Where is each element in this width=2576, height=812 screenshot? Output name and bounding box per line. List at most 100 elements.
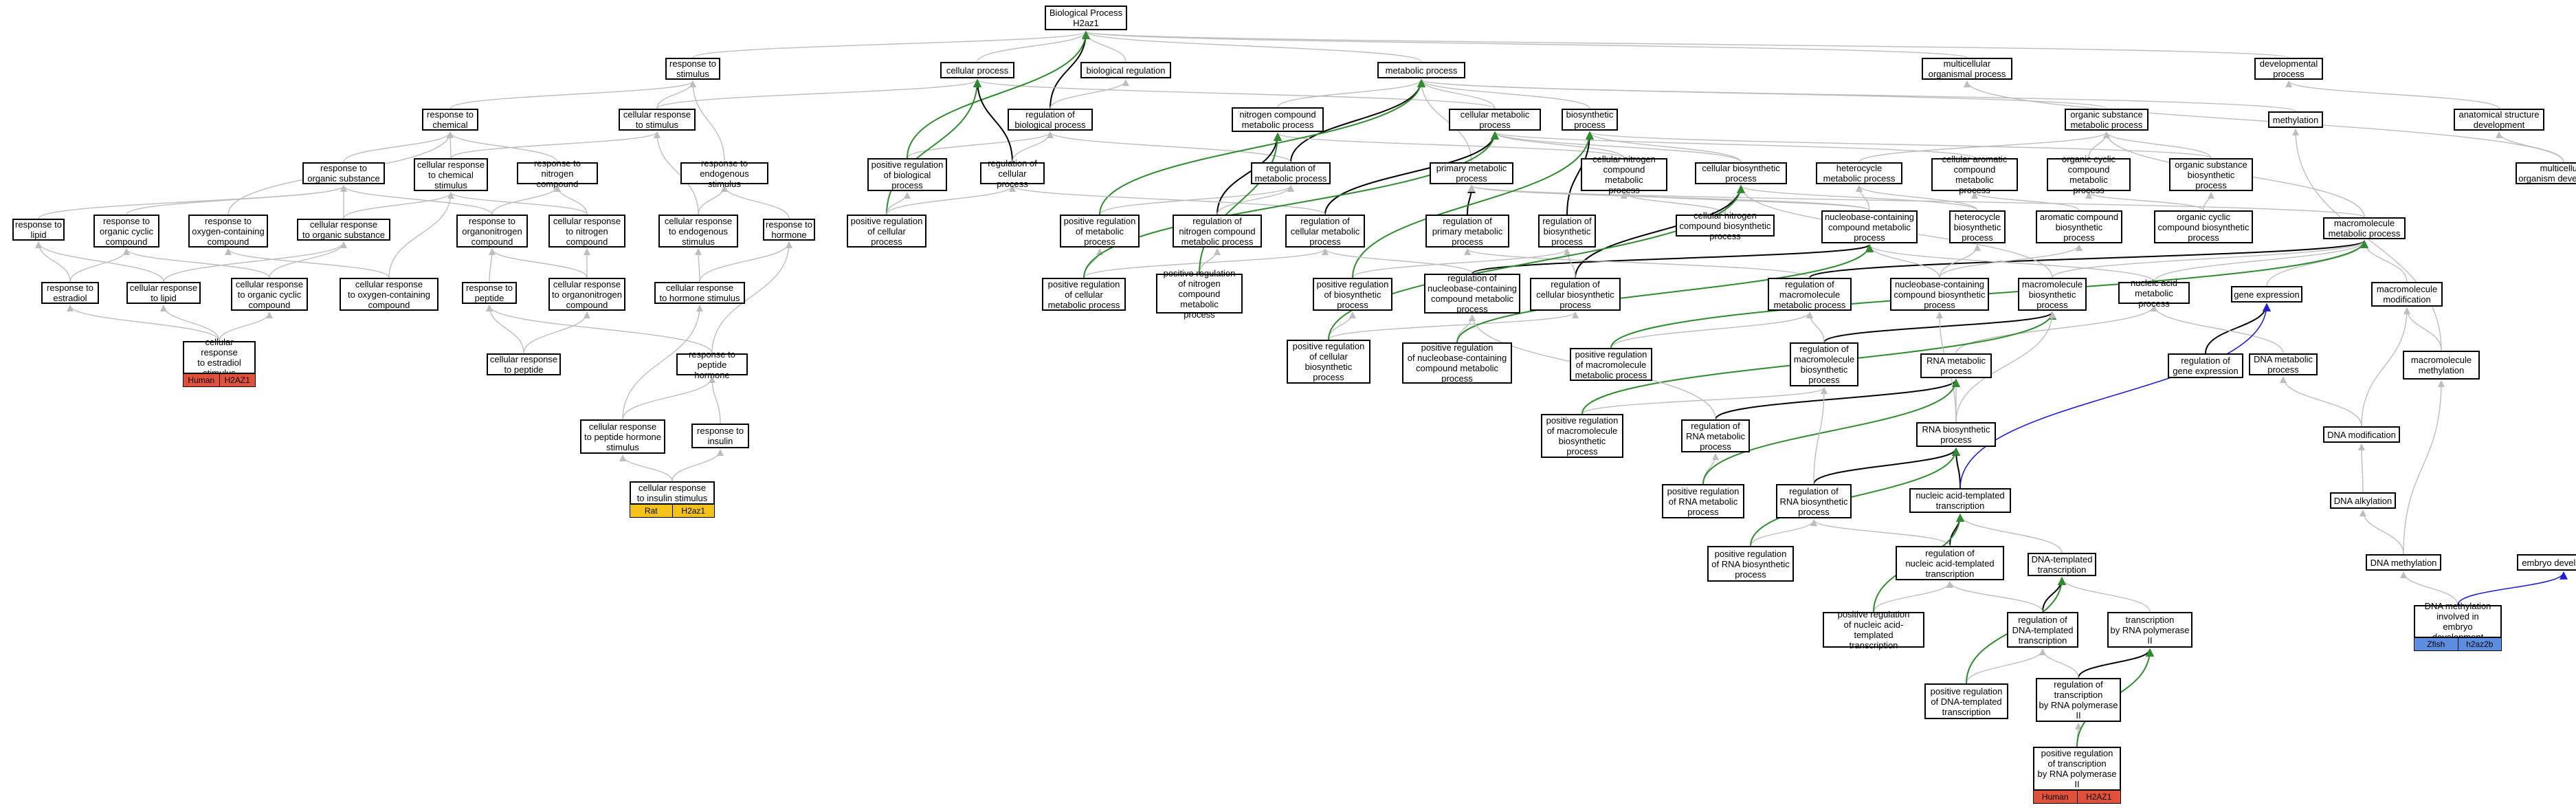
go-term-rhorm[interactable]: response to hormone bbox=[763, 219, 815, 241]
go-term-crorgsub[interactable]: cellular response to organic substance bbox=[297, 219, 390, 241]
go-term-crstim[interactable]: cellular response to stimulus bbox=[619, 109, 696, 131]
go-term-posregbio[interactable]: positive regulation of biological proces… bbox=[867, 158, 947, 191]
go-term-dnamethembryo[interactable]: DNA methylation involved in embryo devel… bbox=[2414, 601, 2502, 642]
go-term-rstim[interactable]: response to stimulus bbox=[665, 58, 720, 80]
go-term-rnitro[interactable]: response to nitrogen compound bbox=[517, 158, 598, 189]
go-term-regnitmet[interactable]: regulation of nitrogen compound metaboli… bbox=[1173, 215, 1262, 248]
go-term-crnitro[interactable]: cellular response to nitrogen compound bbox=[548, 215, 625, 248]
go-term-roxy[interactable]: response to oxygen-containing compound bbox=[188, 215, 268, 248]
go-term-bioreg[interactable]: biological regulation bbox=[1080, 62, 1171, 78]
go-term-rorgcyc[interactable]: response to organic cyclic compound bbox=[93, 215, 159, 248]
go-term-orgsubmet[interactable]: organic substance metabolic process bbox=[2065, 109, 2148, 131]
go-term-regrnabio[interactable]: regulation of RNA biosynthetic process bbox=[1776, 484, 1852, 518]
go-term-crinsulin[interactable]: cellular response to insulin stimulus bbox=[630, 481, 715, 505]
go-term-rorgsub[interactable]: response to organic substance bbox=[302, 162, 385, 184]
go-term-cellproc[interactable]: cellular process bbox=[940, 62, 1014, 78]
go-term-crorgcyc[interactable]: cellular response to organic cyclic comp… bbox=[231, 278, 308, 311]
go-term-regmet[interactable]: regulation of metabolic process bbox=[1251, 162, 1331, 184]
go-term-cellarom[interactable]: cellular aromatic compound metabolic pro… bbox=[1931, 154, 2018, 195]
go-term-crendo[interactable]: cellular response to endogenous stimulus bbox=[658, 215, 738, 248]
go-term-macrobio[interactable]: macromolecule biosynthetic process bbox=[2018, 278, 2087, 311]
go-term-macromethyl[interactable]: macromolecule methylation bbox=[2403, 351, 2480, 380]
go-term-posregnuctrans[interactable]: positive regulation of nucleic acid-temp… bbox=[1823, 609, 1924, 650]
go-term-arombio[interactable]: aromatic compound biosynthetic process bbox=[2036, 210, 2122, 243]
go-term-dnamethyl[interactable]: DNA methylation bbox=[2366, 554, 2441, 571]
go-term-orgcycbio[interactable]: organic cyclic compound biosynthetic pro… bbox=[2154, 210, 2253, 243]
go-term-crlipid[interactable]: cellular response to lipid bbox=[126, 282, 201, 304]
go-term-rpept[interactable]: response to peptide bbox=[462, 282, 517, 304]
go-term-rchem[interactable]: response to chemical bbox=[422, 109, 478, 131]
go-term-posregmacmet[interactable]: positive regulation of macromolecule met… bbox=[1570, 348, 1652, 381]
go-term-nitmet[interactable]: nitrogen compound metabolic process bbox=[1232, 107, 1324, 132]
go-term-embdev[interactable]: embryo development bbox=[2517, 554, 2576, 571]
go-term-posregnitmet[interactable]: positive regulation of nitrogen compound… bbox=[1156, 268, 1243, 320]
go-term-regdnatrans[interactable]: regulation of DNA-templated transcriptio… bbox=[2007, 612, 2078, 648]
go-term-croxy[interactable]: cellular response to oxygen-containing c… bbox=[340, 278, 438, 311]
go-term-macromet[interactable]: macromolecule metabolic process bbox=[2323, 217, 2406, 239]
go-term-primmet[interactable]: primary metabolic process bbox=[1430, 162, 1513, 184]
go-term-nuctrans[interactable]: nucleic acid-templated transcription bbox=[1909, 488, 2011, 513]
go-term-rnamet[interactable]: RNA metabolic process bbox=[1920, 353, 1992, 378]
go-term-reggeneexp[interactable]: regulation of gene expression bbox=[2168, 353, 2243, 378]
go-term-regprimmet[interactable]: regulation of primary metabolic process bbox=[1425, 215, 1509, 248]
go-term-dnaalk[interactable]: DNA alkylation bbox=[2330, 492, 2396, 509]
go-term-multidev[interactable]: multicellular organism development bbox=[2516, 162, 2576, 184]
go-term-multiorg[interactable]: multicellular organismal process bbox=[1922, 58, 2012, 80]
go-term-rendo[interactable]: response to endogenous stimulus bbox=[680, 158, 768, 189]
go-term-posregrnabio[interactable]: positive regulation of RNA biosynthetic … bbox=[1707, 546, 1794, 582]
go-term-macromod[interactable]: macromolecule modification bbox=[2371, 282, 2443, 307]
go-term-regcellbio[interactable]: regulation of cellular biosynthetic proc… bbox=[1530, 278, 1621, 311]
go-term-metproc[interactable]: metabolic process bbox=[1377, 62, 1465, 78]
go-term-regnuctrans[interactable]: regulation of nucleic acid-templated tra… bbox=[1896, 546, 2004, 580]
go-term-nucmet[interactable]: nucleobase-containing compound metabolic… bbox=[1821, 210, 1918, 243]
go-term-regcell[interactable]: regulation of cellular process bbox=[980, 158, 1045, 189]
go-term-posregcellmet[interactable]: positive regulation of cellular metaboli… bbox=[1042, 278, 1126, 311]
go-term-regmacmet[interactable]: regulation of macromolecule metabolic pr… bbox=[1768, 278, 1852, 311]
go-term-bp[interactable]: Biological Process H2az1 bbox=[1045, 6, 1127, 30]
go-term-cellnitmet[interactable]: cellular nitrogen compound metabolic pro… bbox=[1581, 154, 1667, 195]
go-term-posregmet[interactable]: positive regulation of metabolic process bbox=[1060, 215, 1140, 248]
go-term-posregrnamet[interactable]: positive regulation of RNA metabolic pro… bbox=[1662, 484, 1744, 518]
go-term-orgsubbio[interactable]: organic substance biosynthetic process bbox=[2169, 158, 2253, 191]
go-term-devproc[interactable]: developmental process bbox=[2254, 58, 2323, 80]
go-term-biosyn[interactable]: biosynthetic process bbox=[1562, 109, 1618, 131]
go-term-rlipid[interactable]: response to lipid bbox=[12, 219, 65, 241]
go-term-regrnamet[interactable]: regulation of RNA metabolic process bbox=[1681, 419, 1750, 452]
go-term-crestr[interactable]: cellular response to estradiol stimulus bbox=[183, 337, 256, 378]
go-term-regcellmet[interactable]: regulation of cellular metabolic process bbox=[1285, 215, 1365, 248]
go-term-cellmet[interactable]: cellular metabolic process bbox=[1449, 109, 1541, 131]
go-term-regmacbio[interactable]: regulation of macromolecule biosynthetic… bbox=[1790, 342, 1858, 386]
go-term-geneexp[interactable]: gene expression bbox=[2231, 286, 2302, 303]
go-term-rinsulin[interactable]: response to insulin bbox=[691, 424, 749, 448]
go-term-orgcyc[interactable]: organic cyclic compound metabolic proces… bbox=[2047, 154, 2131, 195]
go-term-regbiosyn[interactable]: regulation of biosynthetic process bbox=[1538, 215, 1596, 248]
go-term-crpepthorm[interactable]: cellular response to peptide hormone sti… bbox=[580, 419, 665, 454]
go-term-nucacmet[interactable]: nucleic acid metabolic process bbox=[2118, 278, 2190, 309]
go-term-posregcellbio[interactable]: positive regulation of cellular biosynth… bbox=[1287, 340, 1370, 384]
go-term-posregnucmet[interactable]: positive regulation of nucleobase-contai… bbox=[1402, 342, 1512, 384]
go-term-regbio[interactable]: regulation of biological process bbox=[1008, 109, 1093, 131]
go-term-rorgnit[interactable]: response to organonitrogen compound bbox=[456, 215, 528, 248]
go-term-posregcell[interactable]: positive regulation of cellular process bbox=[847, 215, 926, 248]
go-term-crorgnit[interactable]: cellular response to organonitrogen comp… bbox=[548, 278, 625, 311]
go-term-anatdev[interactable]: anatomical structure development bbox=[2454, 109, 2544, 131]
go-term-nucbio[interactable]: nucleobase-containing compound biosynthe… bbox=[1890, 278, 1989, 311]
go-term-regtranspol2[interactable]: regulation of transcription by RNA polym… bbox=[2036, 678, 2121, 722]
go-term-dnatrans[interactable]: DNA-templated transcription bbox=[2028, 553, 2096, 576]
go-term-posregbiosyn[interactable]: positive regulation of biosynthetic proc… bbox=[1313, 278, 1392, 311]
go-term-rpepthorm[interactable]: response to peptide hormone bbox=[676, 349, 748, 380]
go-term-regnucmet[interactable]: regulation of nucleobase-containing comp… bbox=[1424, 273, 1520, 314]
go-term-methyl[interactable]: methylation bbox=[2268, 111, 2323, 128]
go-term-crhorm[interactable]: cellular response to hormone stimulus bbox=[654, 282, 745, 304]
go-term-posregdnatrans[interactable]: positive regulation of DNA-templated tra… bbox=[1924, 683, 2008, 719]
go-term-dnamod[interactable]: DNA modification bbox=[2323, 426, 2400, 443]
go-term-rnabio[interactable]: RNA biosynthetic process bbox=[1916, 422, 1996, 447]
go-term-hetbio[interactable]: heterocycle biosynthetic process bbox=[1949, 210, 2006, 243]
go-term-hetmet[interactable]: heterocycle metabolic process bbox=[1816, 162, 1902, 184]
go-term-cellbiosyn[interactable]: cellular biosynthetic process bbox=[1695, 162, 1787, 184]
go-term-posregtranspol2[interactable]: positive regulation of transcription by … bbox=[2033, 747, 2121, 791]
go-term-transpol2[interactable]: transcription by RNA polymerase II bbox=[2107, 612, 2192, 648]
go-term-restr[interactable]: response to estradiol bbox=[41, 282, 99, 304]
go-term-crpept[interactable]: cellular response to peptide bbox=[487, 353, 561, 375]
go-term-crchem[interactable]: cellular response to chemical stimulus bbox=[414, 158, 488, 191]
